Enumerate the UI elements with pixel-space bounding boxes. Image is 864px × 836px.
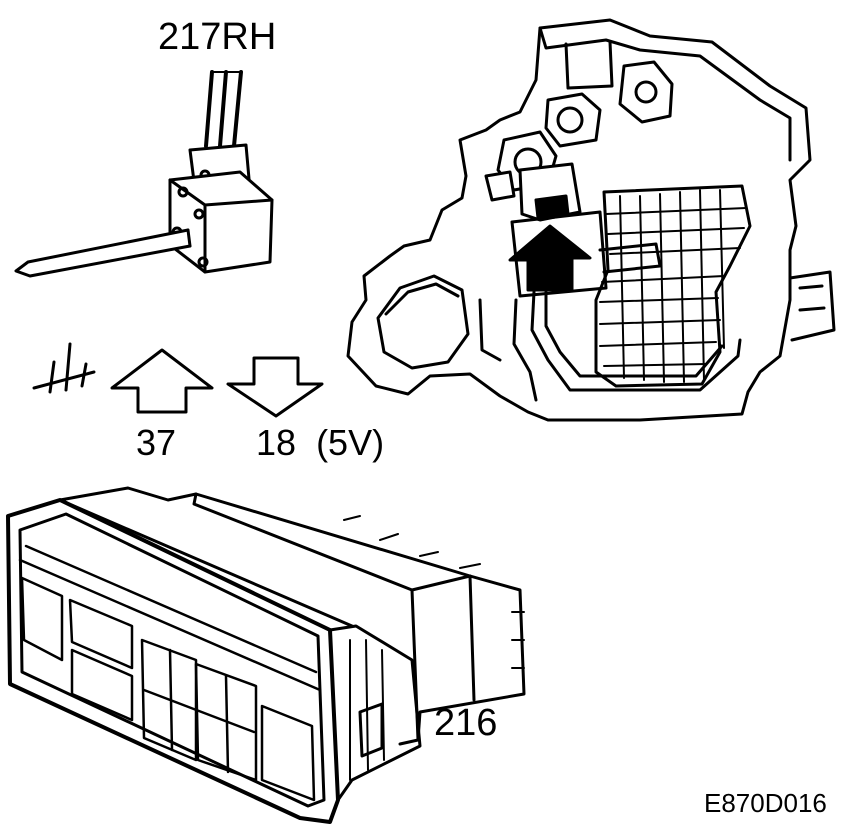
ground-pin-label: 37 <box>136 422 177 463</box>
control-unit-216 <box>6 486 526 824</box>
control-unit-buttons <box>18 544 322 802</box>
supply-voltage: (5V) <box>316 422 385 463</box>
arrow-down-icon <box>226 356 324 418</box>
arrow-up-icon <box>110 348 214 414</box>
sensor-217rh <box>14 70 274 278</box>
control-unit-label: 216 <box>434 702 498 744</box>
sensor-label: 217RH <box>158 16 277 58</box>
location-arrow-icon <box>508 224 592 292</box>
hvac-housing <box>346 18 836 422</box>
supply-pin-number: 18 <box>256 422 297 463</box>
heater-core-grid <box>594 184 752 388</box>
figure-code: E870D016 <box>704 788 827 818</box>
ground-symbol-icon <box>32 342 96 394</box>
supply-pin-label: 18 (5V) <box>256 425 384 461</box>
